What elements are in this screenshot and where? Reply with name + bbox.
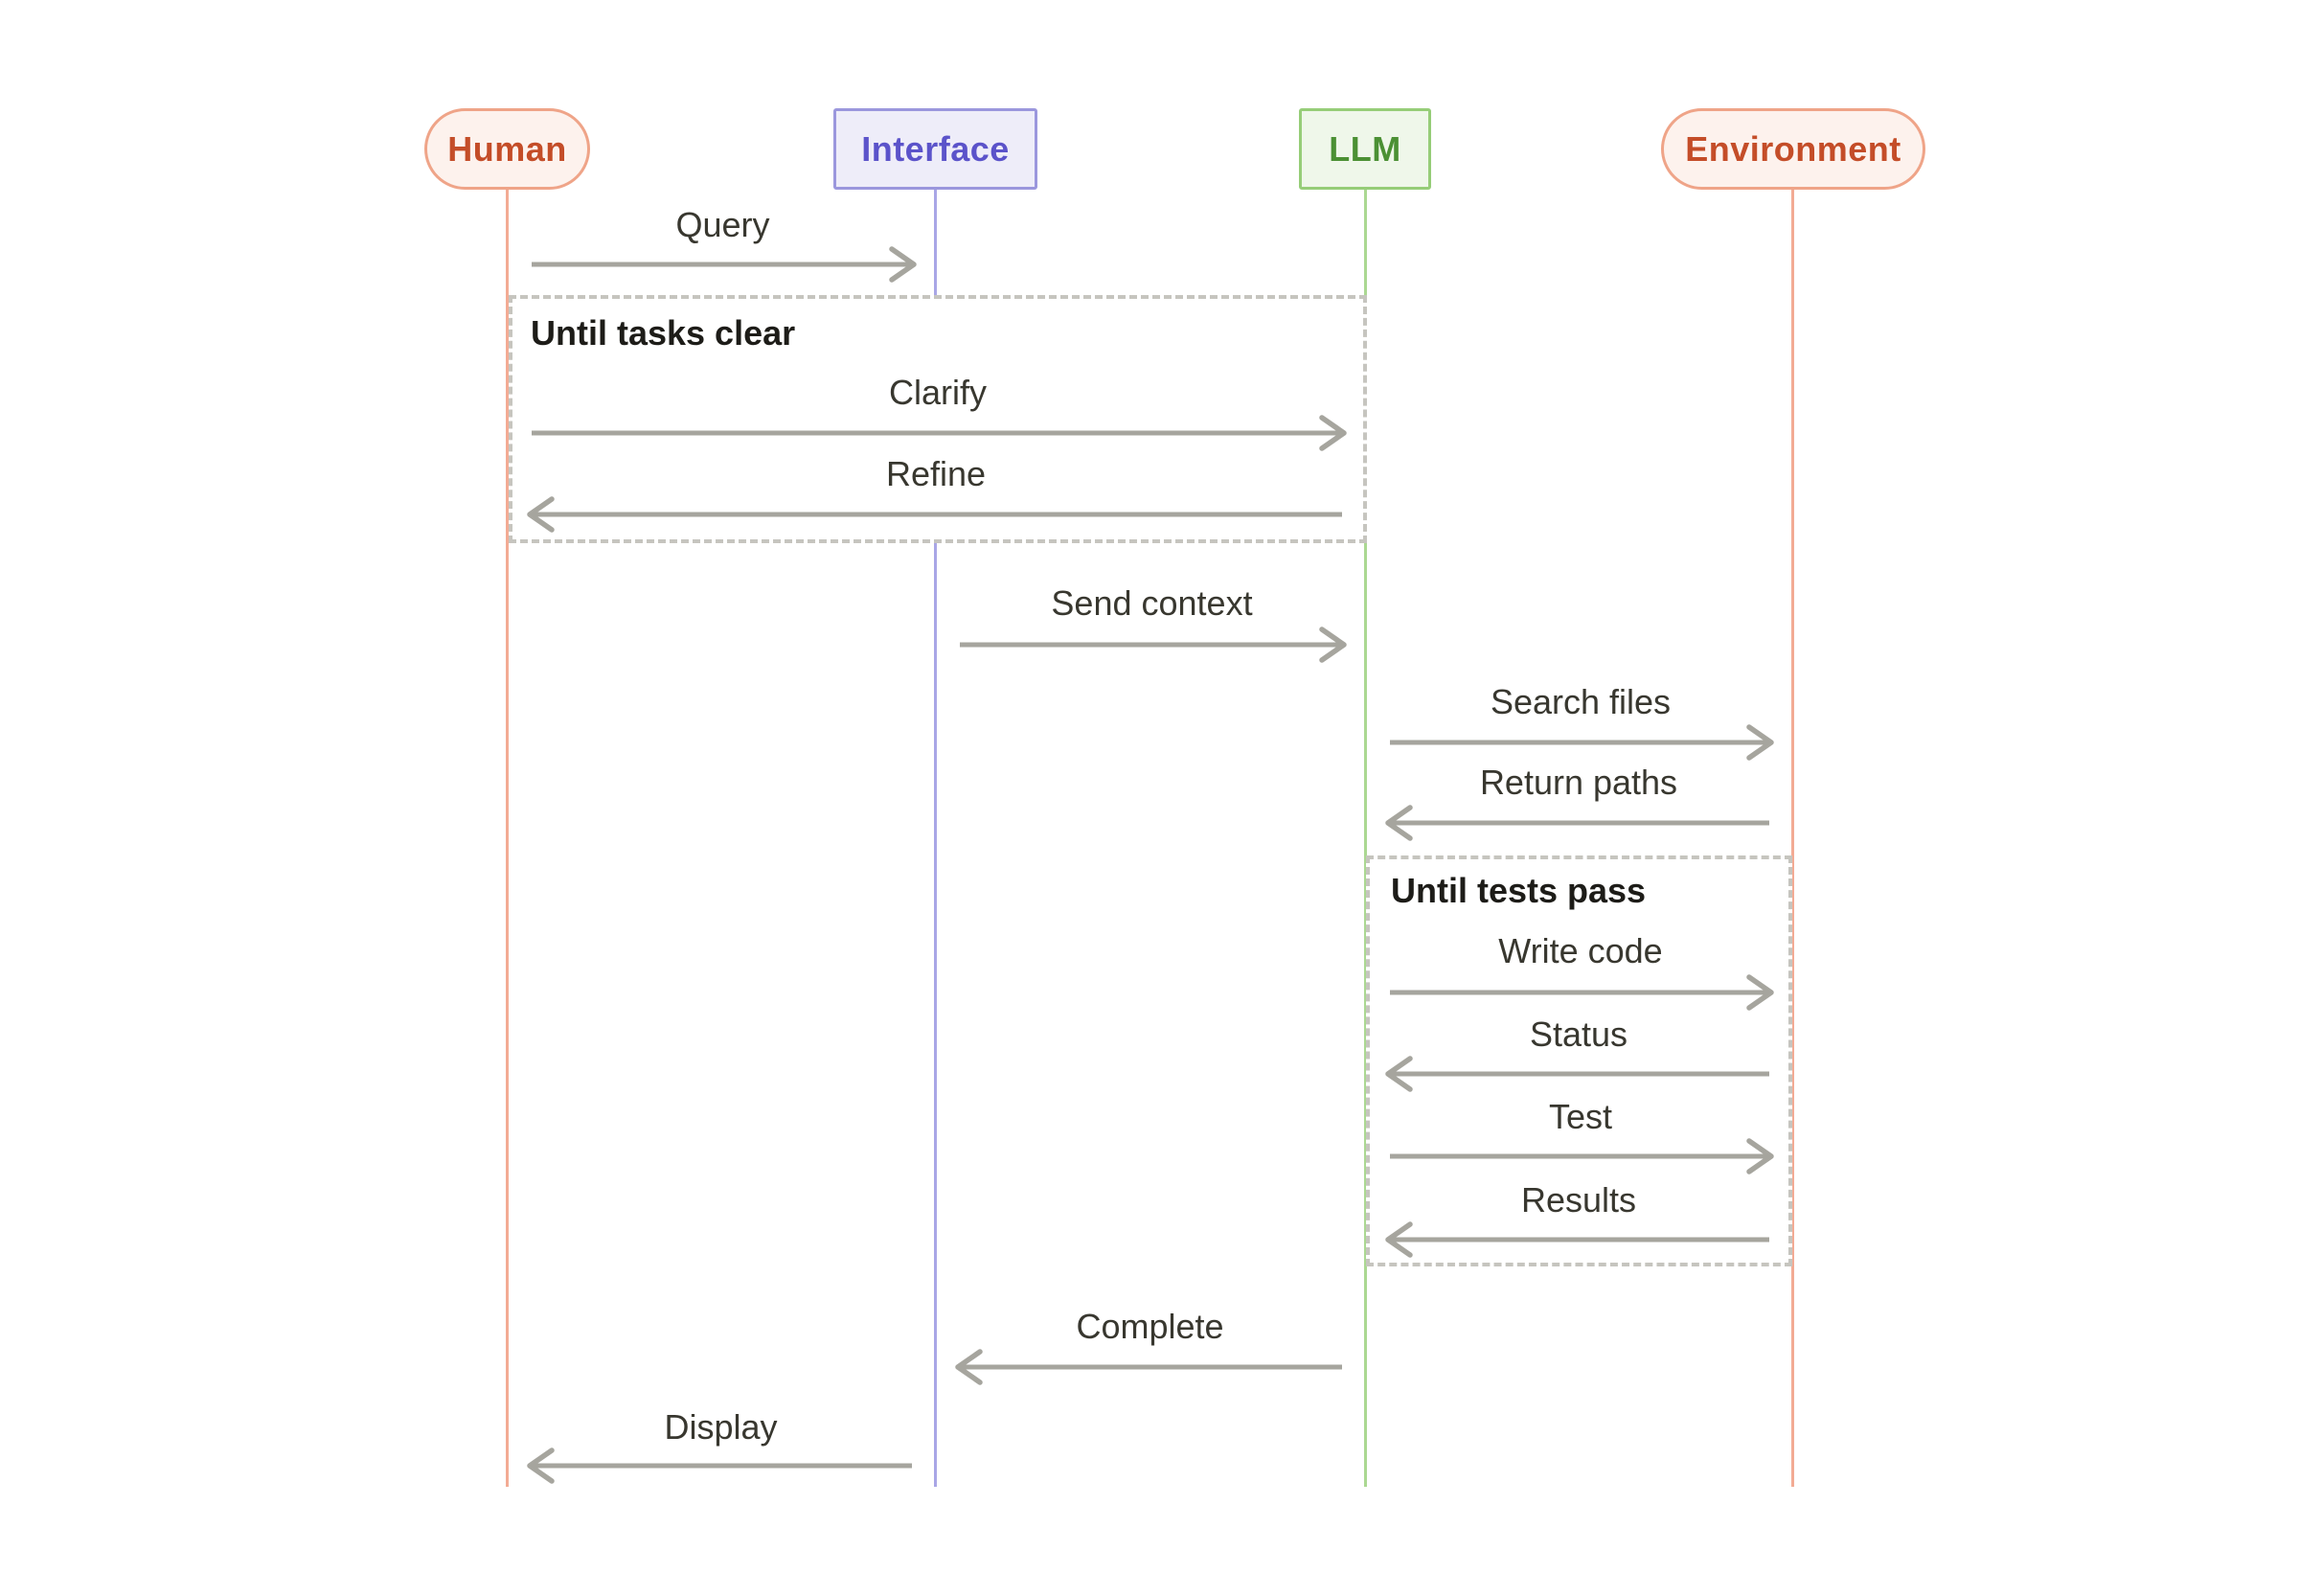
lifeline-environment	[1791, 189, 1794, 1487]
actor-interface: Interface	[833, 108, 1037, 190]
message-label: Results	[1520, 1180, 1637, 1220]
actor-environment-label: Environment	[1685, 128, 1901, 169]
lifeline-human	[506, 189, 509, 1487]
loop-label-until-tasks-clear: Until tasks clear	[531, 313, 796, 353]
lifeline-interface	[934, 189, 937, 1487]
message-label: Clarify	[888, 373, 988, 412]
message-arrowhead	[1319, 627, 1347, 663]
actor-llm: LLM	[1299, 108, 1431, 190]
lifeline-llm	[1364, 189, 1367, 1487]
message-label: Return paths	[1479, 763, 1678, 802]
loop-label-until-tests-pass: Until tests pass	[1391, 871, 1647, 910]
message-arrowhead	[1385, 805, 1413, 841]
message-label: Send context	[1051, 583, 1253, 623]
message-label: Query	[675, 205, 770, 244]
actor-human: Human	[424, 108, 590, 190]
actor-environment: Environment	[1661, 108, 1925, 190]
message-label: Display	[664, 1407, 778, 1447]
message-arrowhead	[1746, 724, 1774, 761]
loop-box-until-tests-pass	[1366, 855, 1792, 1266]
actor-llm-label: LLM	[1329, 128, 1401, 169]
message-label: Complete	[1076, 1307, 1224, 1346]
message-label: Write code	[1498, 931, 1663, 970]
message-label: Search files	[1490, 682, 1672, 721]
actor-interface-label: Interface	[861, 128, 1010, 169]
message-label: Refine	[885, 454, 987, 493]
loop-box-until-tasks-clear	[509, 295, 1367, 543]
message-arrowhead	[527, 1448, 555, 1484]
message-arrowhead	[889, 246, 917, 283]
actor-human-label: Human	[447, 128, 567, 169]
message-label: Test	[1548, 1097, 1613, 1136]
message-label: Status	[1529, 1015, 1628, 1054]
message-arrowhead	[955, 1349, 983, 1385]
